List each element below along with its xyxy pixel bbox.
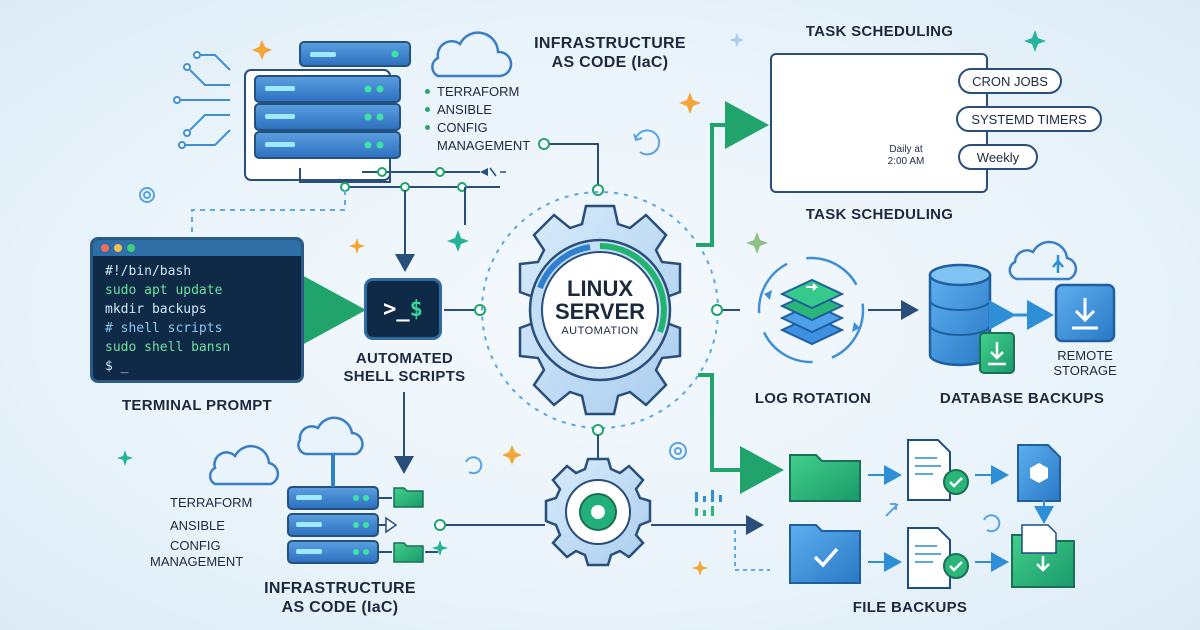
iac-top-title: INFRASTRUCTURE AS CODE (IaC) xyxy=(520,34,700,72)
list-item: TERRAFORM xyxy=(170,495,253,510)
terminal-line: mkdir backups xyxy=(105,302,207,317)
circuit-decoration-icon xyxy=(173,51,231,149)
iac-bottom-title-line2: AS CODE (IaC) xyxy=(281,599,399,616)
center-title-line1: LINUX xyxy=(567,276,633,301)
center-title-line2: SERVER xyxy=(554,299,646,324)
remote-storage-line1: REMOTE xyxy=(1057,348,1113,363)
task-scheduling-title-top: TASK SCHEDULING xyxy=(805,23,954,40)
cron-jobs-pill: CRON JOBS xyxy=(958,68,1062,94)
shell-label: AUTOMATED SHELL SCRIPTS xyxy=(332,350,477,386)
remote-storage-label: REMOTE STORAGE xyxy=(1046,348,1124,378)
iac-top-title-line1: INFRASTRUCTURE xyxy=(534,35,686,52)
task-scheduling-panel xyxy=(770,53,988,193)
terminal-line: sudo shell bansn xyxy=(105,340,231,355)
shell-prompt-text: >_ xyxy=(383,296,410,322)
log-rotation-label: LOG ROTATION xyxy=(754,390,872,407)
close-dot-icon xyxy=(101,244,109,252)
terminal-line: sudo apt update xyxy=(105,283,223,298)
iac-top-list: TERRAFORM ANSIBLE CONFIG MANAGEMENT xyxy=(425,83,555,155)
terminal-line: #!/bin/bash xyxy=(105,264,192,279)
file-backups-label: FILE BACKUPS xyxy=(852,599,968,616)
shell-label-line1: AUTOMATED xyxy=(355,350,454,367)
folder-blue-icon xyxy=(789,524,861,584)
sparkle-teal-icon xyxy=(117,30,1046,556)
shell-label-line2: SHELL SCRIPTS xyxy=(343,368,466,385)
calendar-note: Daily at 2:00 AM xyxy=(876,144,936,168)
document-check-icon xyxy=(907,439,969,589)
list-item: CONFIG xyxy=(425,119,555,137)
terminal-label: TERMINAL PROMPT xyxy=(121,397,273,414)
remote-storage-icon xyxy=(1052,255,1116,343)
minimize-dot-icon xyxy=(114,244,122,252)
list-item: MANAGEMENT xyxy=(437,138,531,153)
download-folder-icon xyxy=(1011,524,1075,588)
terminal-titlebar xyxy=(93,240,301,256)
systemd-timers-pill: SYSTEMD TIMERS xyxy=(956,106,1102,132)
weekly-pill: Weekly xyxy=(958,144,1038,170)
mini-folder-icon xyxy=(393,487,424,563)
remote-storage-line2: STORAGE xyxy=(1053,363,1117,378)
iac-bottom-title-line1: INFRASTRUCTURE xyxy=(264,580,416,597)
secondary-gear-icon xyxy=(544,457,652,567)
iac-bottom-title: INFRASTRUCTURE AS CODE (IaC) xyxy=(250,579,430,617)
list-item: ANSIBLE xyxy=(425,101,555,119)
calendar-note-line2: 2:00 AM xyxy=(887,156,925,167)
shell-prompt-icon: >_$ xyxy=(364,278,442,340)
folder-green-icon xyxy=(789,454,861,502)
iac-top-title-line2: AS CODE (IaC) xyxy=(551,54,669,71)
archive-box-icon xyxy=(1017,444,1061,502)
database-icon xyxy=(928,263,1015,374)
sync-icon xyxy=(465,129,1001,533)
shell-dollar-text: $ xyxy=(409,296,423,322)
list-item: TERRAFORM xyxy=(425,83,555,101)
sparkle-icon xyxy=(252,40,708,576)
server-stack-bottom-icon xyxy=(287,416,379,564)
center-title-line3: AUTOMATION xyxy=(561,325,639,337)
calendar-note-line1: Daily at xyxy=(889,144,923,155)
list-item: CONFIG xyxy=(170,538,221,553)
terminal-window: #!/bin/bash sudo apt update mkdir backup… xyxy=(90,237,304,383)
list-item: MANAGEMENT xyxy=(150,554,244,569)
center-title: LINUX SERVER AUTOMATION xyxy=(540,278,660,338)
cloud-icon xyxy=(208,31,1078,486)
terminal-line: $ _ xyxy=(105,359,129,374)
iac-bottom-list: TERRAFORM ANSIBLE CONFIG MANAGEMENT xyxy=(150,492,280,570)
small-gear-icon xyxy=(139,187,687,460)
maximize-dot-icon xyxy=(127,244,135,252)
terminal-line: # shell scripts xyxy=(105,321,223,336)
server-stack-top-icon xyxy=(244,41,411,183)
task-scheduling-title-bottom: TASK SCHEDULING xyxy=(805,206,954,223)
log-rotation-icon xyxy=(757,256,865,364)
list-item: ANSIBLE xyxy=(170,518,225,533)
main-gear-icon xyxy=(481,191,719,429)
database-backups-label: DATABASE BACKUPS xyxy=(939,390,1105,407)
